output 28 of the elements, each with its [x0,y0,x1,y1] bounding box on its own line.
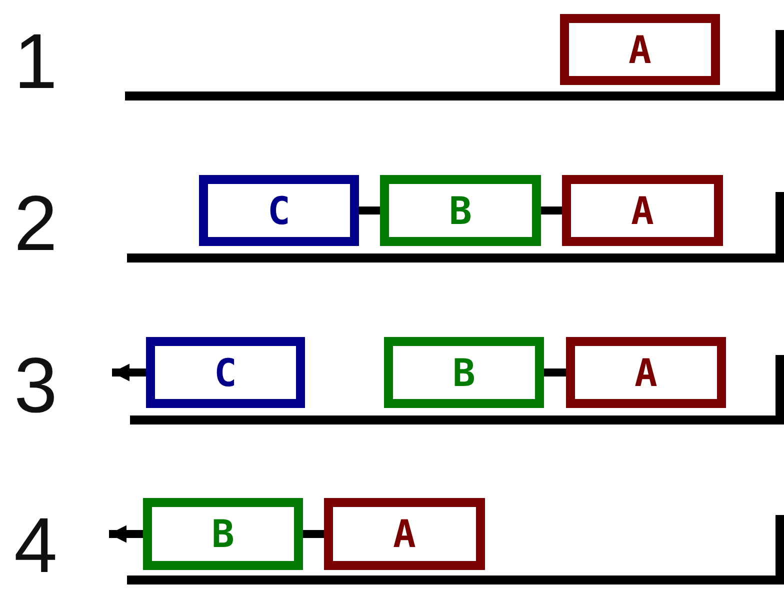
gene-label: B [212,515,234,553]
gene-label: A [628,30,652,68]
linker [359,206,380,214]
row-number: 4 [14,506,58,584]
gene-label: C [268,192,290,230]
gene-box [199,175,359,246]
gene-box [560,14,720,85]
gene-label: A [393,515,416,553]
row-number: 1 [14,22,58,100]
row-number: 3 [14,346,58,424]
linker [541,206,562,214]
gene-box [384,337,544,408]
gene-box [566,337,726,408]
gene-label: A [631,192,654,230]
gene-label: A [634,354,658,392]
gene-label: B [452,354,476,392]
gene-label: B [449,192,472,230]
gene-box [324,498,485,570]
gene-label: C [214,354,237,392]
gene-box [380,175,541,246]
gene-box [143,498,303,570]
gene-box [146,337,305,408]
arrow [112,364,146,382]
linker [303,530,324,538]
gene-box [562,175,723,246]
row-number: 2 [14,184,58,262]
arrow [109,525,143,543]
linker [544,368,566,376]
